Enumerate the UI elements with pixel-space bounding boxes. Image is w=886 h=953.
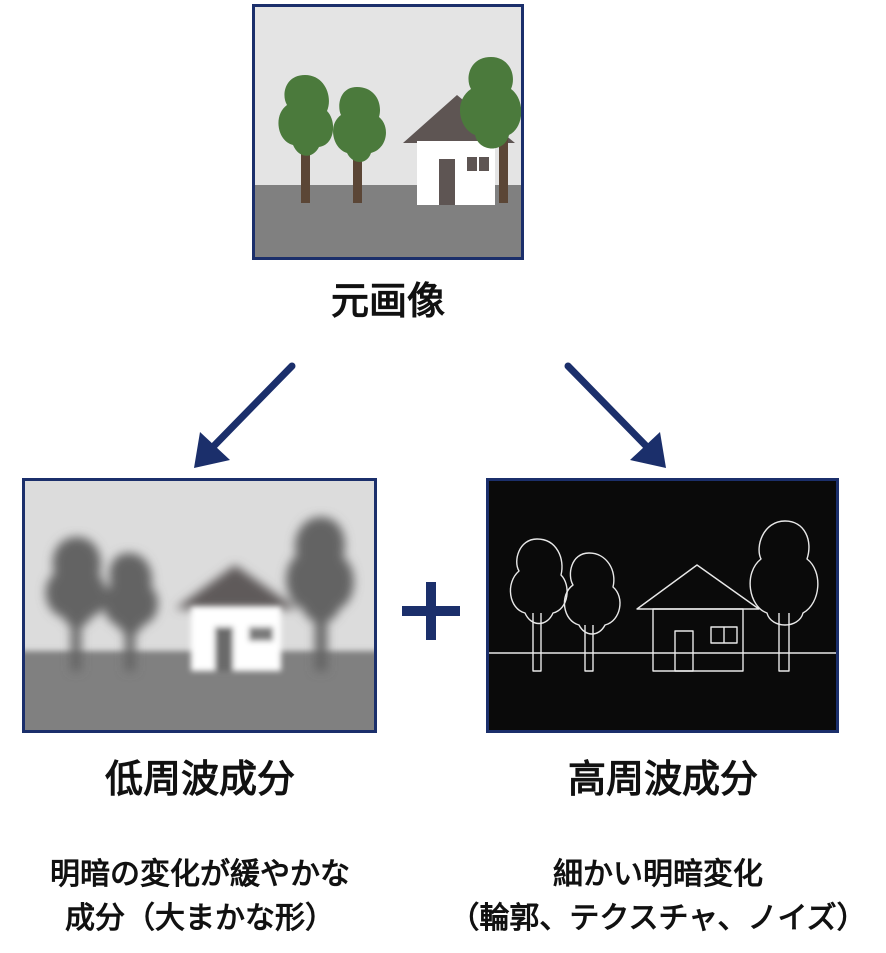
low-frequency-panel	[22, 478, 377, 733]
tree-trunk	[71, 601, 81, 671]
tree-outline	[749, 520, 819, 626]
tree-trunk	[301, 147, 310, 203]
trunk-outline	[778, 613, 790, 672]
low-frequency-description-line2: 成分（大まかな形）	[65, 901, 335, 936]
arrow-down-right-icon	[564, 362, 666, 468]
original-image-panel	[252, 4, 524, 260]
high-frequency-caption: 高周波成分	[567, 757, 758, 801]
house-door	[439, 159, 455, 205]
high-frequency-panel	[486, 478, 839, 733]
plus-icon	[402, 582, 460, 640]
tree-trunk	[499, 137, 508, 203]
arrow-down-left-icon	[194, 362, 296, 468]
tree-foliage	[45, 537, 107, 628]
wall-outline	[652, 608, 744, 672]
high-frequency-description-line2: （輪郭、テクスチャ、ノイズ）	[449, 901, 867, 936]
tree-foliage	[103, 553, 158, 634]
low-frequency-caption: 低周波成分	[104, 757, 295, 801]
tree-foliage	[278, 75, 334, 156]
trunk-outline	[532, 613, 542, 672]
trunk-outline	[584, 625, 594, 672]
high-frequency-description: 細かい明暗変化 （輪郭、テクスチャ、ノイズ）	[430, 853, 886, 941]
tree-outline	[563, 552, 621, 635]
original-image-caption: 元画像	[330, 279, 445, 323]
house-roof	[175, 565, 297, 609]
house-window	[249, 627, 273, 641]
door-outline	[674, 630, 694, 672]
original-image-illustration	[255, 7, 521, 257]
tree-trunk	[353, 147, 362, 203]
low-frequency-description-line1: 明暗の変化が緩やかな	[50, 857, 350, 892]
tree-foliage	[333, 87, 386, 162]
tree-outline	[509, 538, 568, 625]
high-frequency-description-line1: 細かい明暗変化	[553, 857, 763, 892]
high-frequency-illustration	[489, 481, 836, 730]
tree-foliage	[459, 57, 521, 149]
house-door	[215, 627, 233, 671]
house-wall	[417, 141, 495, 205]
low-frequency-description: 明暗の変化が緩やかな 成分（大まかな形）	[0, 853, 400, 941]
tree-foliage	[286, 517, 354, 623]
tree-trunk	[125, 605, 135, 671]
low-frequency-illustration	[25, 481, 374, 730]
